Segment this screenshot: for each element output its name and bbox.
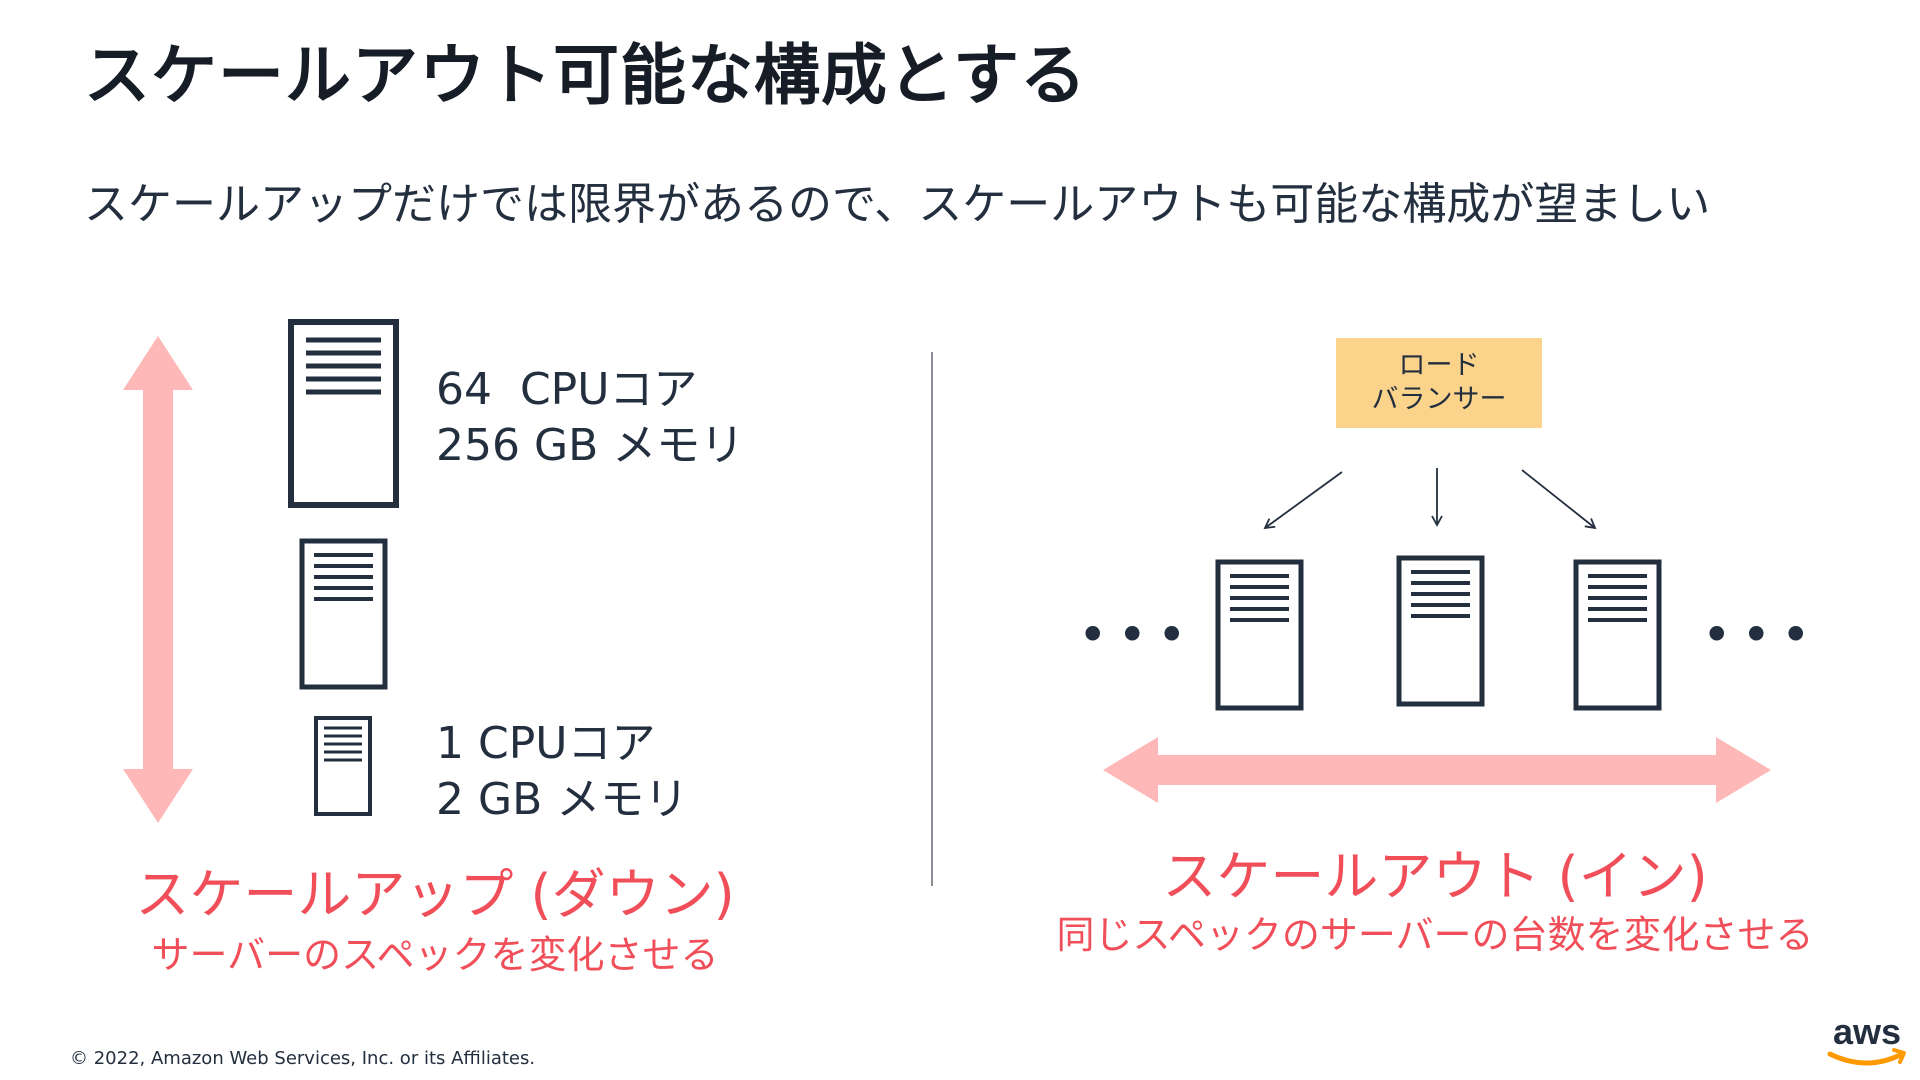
- section-divider: [931, 352, 933, 886]
- large-server-spec: 64 CPUコア 256 GB メモリ: [436, 362, 744, 474]
- aws-logo-text: aws: [1833, 1012, 1901, 1052]
- cpu-spec: 1 CPUコア: [436, 718, 656, 769]
- small-server-spec: 1 CPUコア 2 GB メモリ: [436, 716, 688, 828]
- scale-up-description: サーバーのスペックを変化させる: [151, 933, 719, 977]
- memory-spec: 2 GB メモリ: [436, 774, 689, 825]
- server-icon: [288, 319, 399, 508]
- server-icon: [299, 538, 388, 690]
- server-icon: [314, 716, 372, 816]
- double-arrow-vertical-icon: [123, 336, 193, 823]
- ellipsis-right: •••: [1702, 606, 1821, 664]
- scale-up-label: スケールアップ (ダウン): [135, 863, 735, 926]
- arrow-icon: [1521, 469, 1597, 530]
- server-icon: [1396, 555, 1485, 707]
- copyright-notice: © 2022, Amazon Web Services, Inc. or its…: [70, 1048, 536, 1069]
- page-title: スケールアウト可能な構成とする: [84, 37, 1088, 114]
- aws-logo: aws: [1827, 1012, 1906, 1066]
- load-balancer-box: ロード バランサー: [1336, 338, 1542, 428]
- scale-out-label: スケールアウト (イン): [1162, 845, 1708, 908]
- server-icon: [1573, 559, 1662, 711]
- double-arrow-horizontal-icon: [1103, 737, 1771, 803]
- server-icon: [1215, 559, 1304, 711]
- memory-spec: 256 GB メモリ: [436, 420, 745, 471]
- load-balancer-label-line1: ロード: [1398, 350, 1480, 381]
- scale-out-description: 同じスペックのサーバーの台数を変化させる: [1056, 913, 1814, 957]
- load-balancer-label-line2: バランサー: [1371, 384, 1507, 415]
- page-subtitle: スケールアップだけでは限界があるので、スケールアウトも可能な構成が望ましい: [84, 179, 1711, 230]
- cpu-spec: 64 CPUコア: [436, 364, 698, 415]
- ellipsis-left: •••: [1078, 606, 1197, 664]
- arrow-icon: [1263, 471, 1343, 530]
